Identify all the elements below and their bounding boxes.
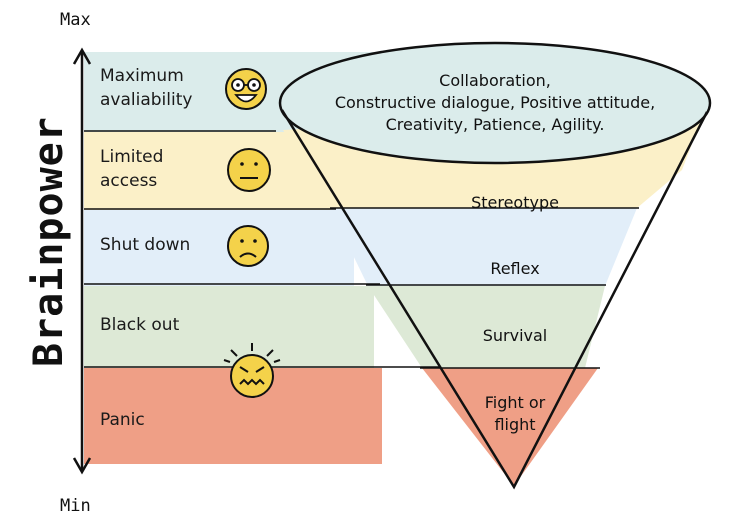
level-label-limited: Limited access: [100, 145, 163, 193]
funnel-survival-label: Survival: [482, 326, 548, 345]
funnel-fight-line1: Fight or: [484, 393, 546, 412]
level-label-maximum-line2: avaliability: [100, 90, 193, 110]
level-label-limited-line1: Limited: [100, 147, 164, 167]
funnel-top-line3: Creativity, Patience, Agility.: [385, 115, 605, 134]
axis-arrow-bottom: [72, 457, 92, 475]
level-label-maximum: Maximum avaliability: [100, 64, 192, 112]
band-blackout: [84, 286, 374, 368]
axis-arrow-top: [72, 47, 92, 65]
angry-face-icon: [223, 343, 281, 398]
level-label-blackout: Black out: [100, 315, 180, 335]
axis-title: Brainpower: [26, 116, 72, 367]
funnel-top-text: Collaboration, Constructive dialogue, Po…: [300, 70, 690, 136]
funnel-stereotype-label: Stereotype: [471, 193, 559, 212]
funnel-outline: [280, 109, 709, 490]
axis-min-label: Min: [60, 496, 91, 516]
axis-max-label: Max: [60, 10, 91, 30]
funnel-top-ellipse: [278, 41, 712, 165]
funnel-reflex-label: Reflex: [490, 259, 540, 278]
neutral-face-icon: [227, 148, 271, 192]
happy-face-glasses-icon: [225, 68, 267, 110]
level-label-limited-line2: access: [100, 171, 158, 191]
level-label-maximum-line1: Maximum: [100, 66, 184, 86]
funnel-top-line2: Constructive dialogue, Positive attitude…: [334, 93, 656, 112]
funnel-fight-line2: flight: [494, 415, 536, 434]
level-label-shutdown: Shut down: [100, 235, 191, 255]
sad-face-icon: [227, 225, 269, 267]
band-shutdown: [84, 210, 354, 286]
level-label-panic: Panic: [100, 410, 145, 430]
funnel-fight-label: Fight or flight: [440, 392, 590, 436]
funnel-top-line1: Collaboration,: [439, 71, 551, 90]
funnel-band-reflex: [330, 208, 637, 286]
funnel-band-fight: [422, 368, 598, 486]
